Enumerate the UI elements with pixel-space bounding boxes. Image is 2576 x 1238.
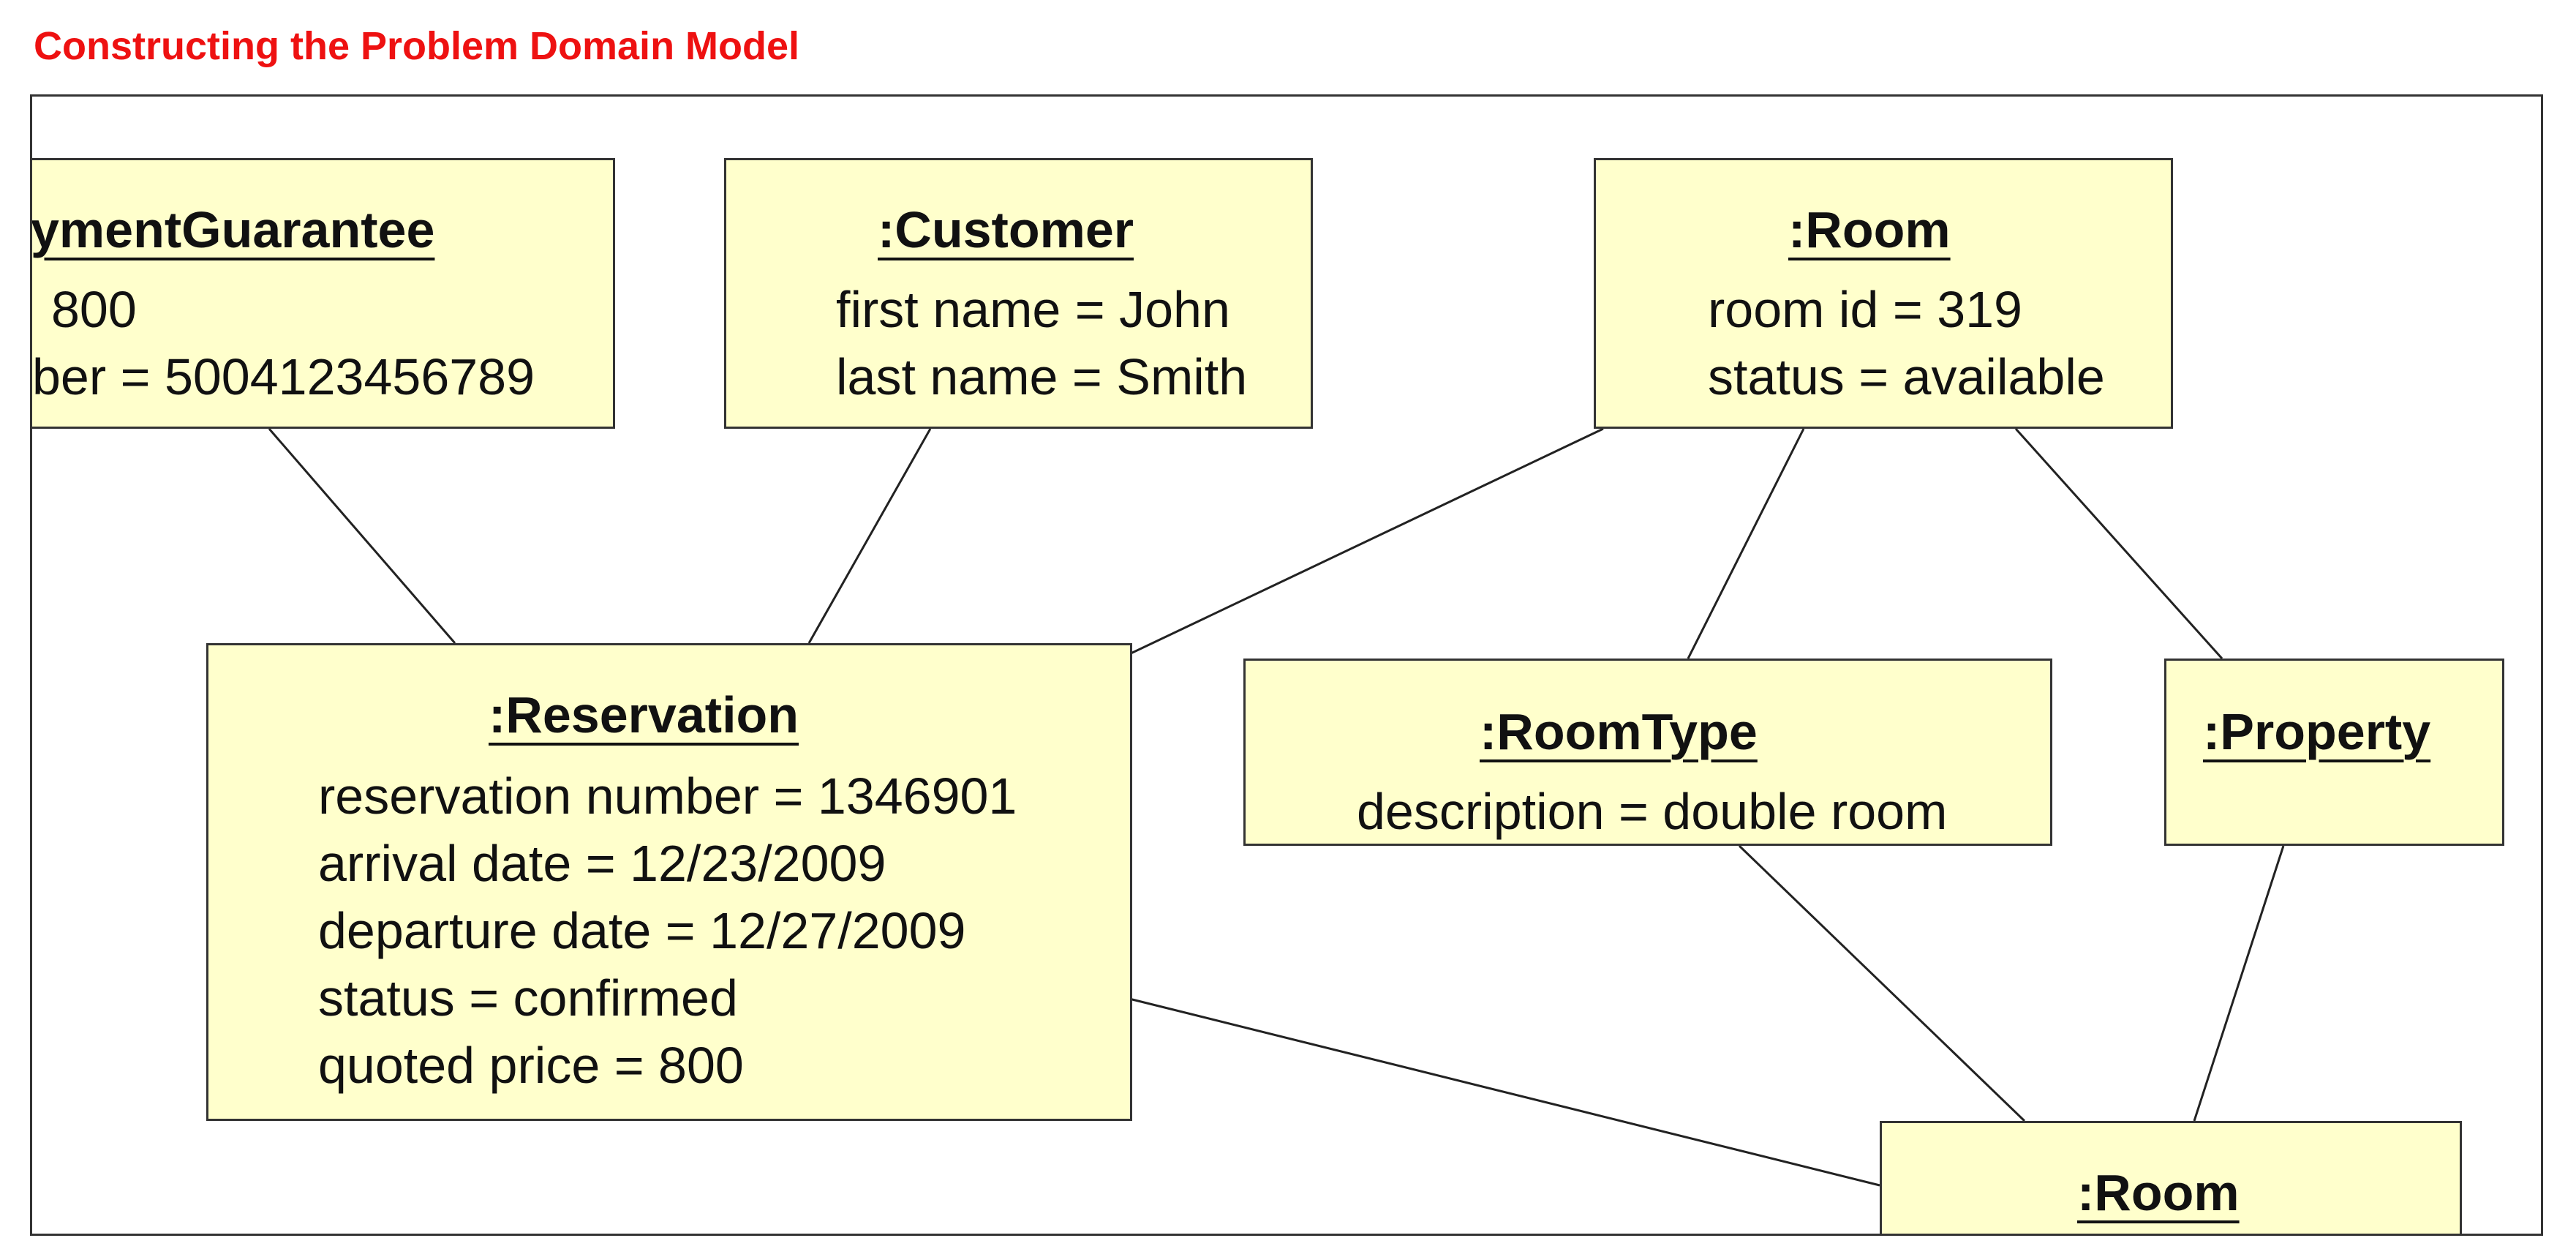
room-bottom-object-name: :Room bbox=[2077, 1164, 2240, 1221]
roomtype-attribute: description = double room bbox=[1357, 783, 1948, 840]
room-object-name: :Room bbox=[1788, 201, 1951, 258]
customer-attribute: first name = John bbox=[836, 281, 1230, 338]
room-attribute: room id = 319 bbox=[1708, 281, 2022, 338]
customer-object-name: :Customer bbox=[878, 201, 1134, 258]
reservation-attribute: status = confirmed bbox=[318, 969, 738, 1027]
link-reservation-room-bottom bbox=[1129, 997, 1880, 1187]
customer-attributes: first name = John last name = Smith bbox=[836, 276, 1247, 410]
link-property-room-bottom bbox=[2193, 845, 2285, 1122]
room-attributes: room id = 319 status = available bbox=[1708, 276, 2105, 410]
roomtype-attributes: description = double room bbox=[1357, 778, 1948, 844]
room-object: :Room room id = 319 status = available bbox=[1594, 158, 2173, 429]
customer-attribute: last name = Smith bbox=[836, 348, 1248, 405]
link-room-property bbox=[2014, 427, 2223, 660]
property-object: :Property bbox=[2164, 659, 2504, 846]
link-customer-reservation bbox=[807, 428, 932, 644]
reservation-object-name: :Reservation bbox=[489, 686, 799, 743]
association-links bbox=[268, 427, 2285, 1187]
payment-guarantee-attributes: 800 ber = 5004123456789 bbox=[32, 276, 535, 410]
link-room-reservation bbox=[1129, 427, 1604, 656]
reservation-attribute: departure date = 12/27/2009 bbox=[318, 902, 966, 959]
payment-guarantee-attribute: 800 bbox=[51, 281, 137, 338]
reservation-object: :Reservation reservation number = 134690… bbox=[206, 643, 1132, 1121]
property-object-name: :Property bbox=[2203, 703, 2431, 760]
payment-guarantee-object: ymentGuarantee 800 ber = 5004123456789 bbox=[31, 158, 615, 429]
reservation-attribute: arrival date = 12/23/2009 bbox=[318, 835, 886, 892]
payment-guarantee-object-name: ymentGuarantee bbox=[31, 201, 435, 258]
link-paymentguarantee-reservation bbox=[268, 428, 456, 644]
diagram-frame: ymentGuarantee 800 ber = 5004123456789 :… bbox=[30, 94, 2543, 1236]
link-roomtype-room-bottom bbox=[1738, 844, 2026, 1122]
customer-object: :Customer first name = John last name = … bbox=[724, 158, 1313, 429]
page-title: Constructing the Problem Domain Model bbox=[34, 24, 800, 68]
reservation-attribute: reservation number = 1346901 bbox=[318, 768, 1017, 825]
roomtype-object: :RoomType description = double room bbox=[1243, 659, 2052, 846]
payment-guarantee-attribute: ber = 5004123456789 bbox=[32, 348, 535, 405]
link-room-roomtype bbox=[1687, 428, 1805, 659]
room-object-bottom: :Room bbox=[1880, 1121, 2462, 1234]
reservation-attribute: quoted price = 800 bbox=[318, 1037, 744, 1094]
roomtype-object-name: :RoomType bbox=[1480, 703, 1758, 760]
reservation-attributes: reservation number = 1346901 arrival dat… bbox=[318, 762, 1017, 1099]
room-attribute: status = available bbox=[1708, 348, 2105, 405]
